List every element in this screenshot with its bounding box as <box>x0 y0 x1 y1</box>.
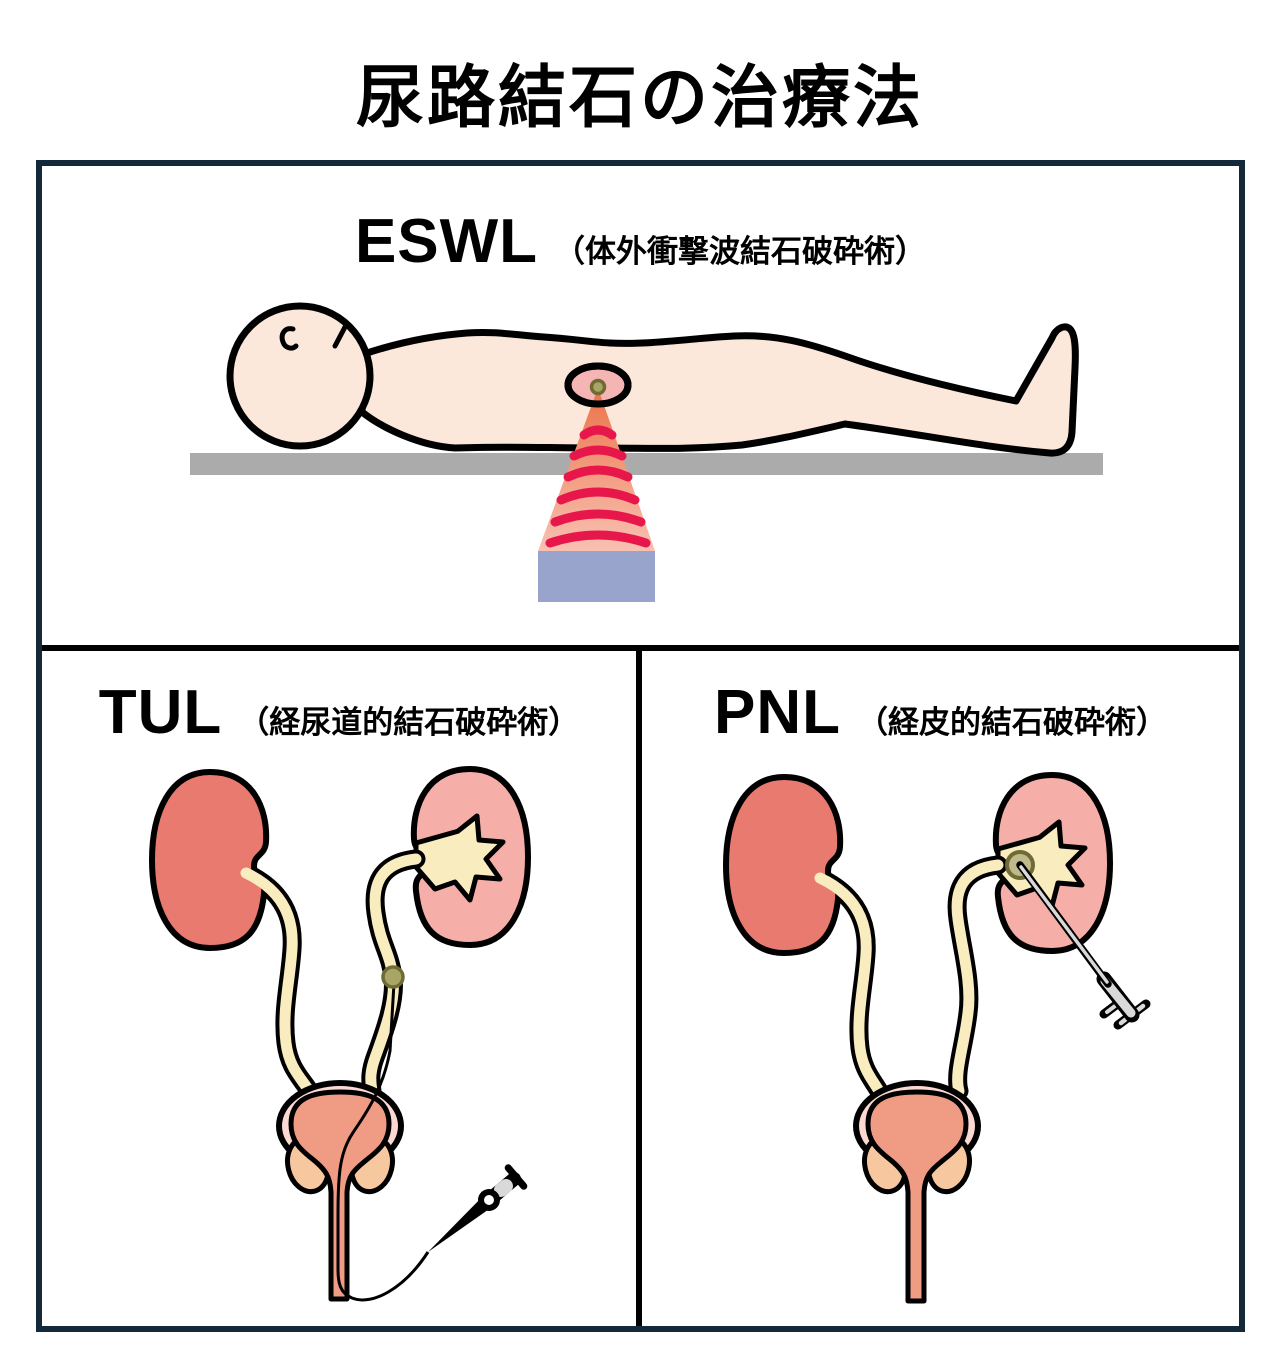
kidney-left <box>149 769 270 951</box>
vertical-divider <box>636 651 642 1326</box>
left-ureter <box>240 867 314 1095</box>
ureteroscope-cap <box>504 1164 528 1190</box>
renal-pelvis-right <box>413 813 506 903</box>
panel-tul: TUL （経尿道的結石破砕術） <box>42 651 636 1326</box>
tul-japanese-name: （経尿道的結石破砕術） <box>238 705 580 740</box>
panel-eswl: ESWL （体外衝撃波結石破砕術） <box>42 166 1239 645</box>
patient-head <box>226 302 374 450</box>
lithotripter-device <box>538 551 655 602</box>
focus-zone-outline <box>564 362 632 408</box>
treatment-table <box>190 453 1103 475</box>
ureteroscope <box>428 1164 528 1252</box>
patient-body <box>358 323 1079 457</box>
tul-acronym: TUL <box>98 678 223 747</box>
nephroscope <box>1016 861 1151 1030</box>
pnl-japanese-name: （経皮的結石破砕術） <box>857 705 1167 740</box>
nephroscope-shaft-core <box>1019 865 1109 984</box>
eswl-illustration <box>190 302 1103 602</box>
bladder-interior-and-urethra <box>288 1089 392 1302</box>
eswl-heading: ESWL （体外衝撃波結石破砕術） <box>42 206 1239 277</box>
pnl-acronym: PNL <box>714 678 841 747</box>
eswl-japanese-name: （体外衝撃波結石破砕術） <box>554 234 927 269</box>
ureter-stone <box>381 965 405 989</box>
ear-icon <box>279 326 299 351</box>
ureteroscope-eyepiece-lens <box>484 1195 494 1205</box>
page-title: 尿路結石の治療法 <box>355 60 924 136</box>
eswl-acronym: ESWL <box>354 207 539 276</box>
horizontal-divider <box>42 645 1239 651</box>
bladder-interior-and-urethra <box>865 1089 969 1304</box>
right-ureter <box>951 859 1004 1097</box>
face-line <box>332 324 348 349</box>
ureteroscope-shaft <box>428 1196 492 1252</box>
tul-illustration <box>149 766 531 1302</box>
renal-pelvis-right <box>995 819 1088 909</box>
ureteroscope-band <box>494 1179 513 1197</box>
panel-pnl: PNL （経皮的結石破砕術） <box>642 651 1239 1326</box>
ureteroscope-fiber <box>336 982 430 1302</box>
kidney-left <box>723 774 844 956</box>
shockwave-arcs <box>545 425 651 548</box>
tul-heading: TUL （経尿道的結石破砕術） <box>42 677 636 748</box>
pnl-heading: PNL （経皮的結石破砕術） <box>642 677 1239 748</box>
kidney-stone <box>589 378 607 396</box>
left-ureter <box>814 872 885 1097</box>
pnl-illustration <box>723 772 1151 1304</box>
diagram-frame: ESWL （体外衝撃波結石破砕術） <box>36 160 1245 1332</box>
